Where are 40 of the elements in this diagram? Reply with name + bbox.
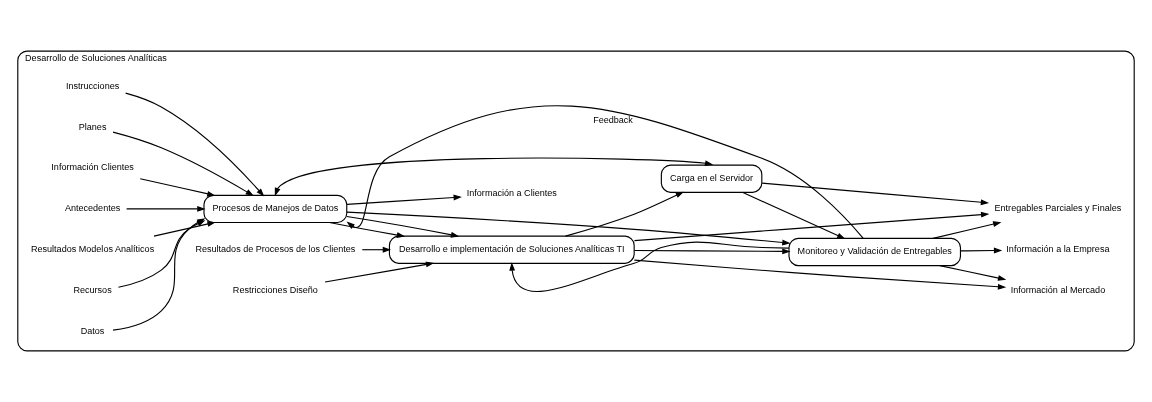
- arrow: [509, 241, 790, 293]
- arrow: [939, 265, 1007, 281]
- node-text: Información a Clientes: [466, 188, 557, 199]
- node-box: Carga en el Servidor: [660, 164, 763, 193]
- arrow: [346, 215, 460, 238]
- arrow: [761, 182, 990, 206]
- arrow: [328, 221, 406, 238]
- arrow: [274, 157, 714, 197]
- arrow: [125, 92, 265, 197]
- node-text: Resultados Modelos Analíticos: [30, 244, 155, 255]
- node-text: Información Clientes: [51, 162, 134, 173]
- node-text: Información al Mercado: [1010, 284, 1106, 295]
- arrow: [139, 178, 216, 197]
- node-text: Planes: [78, 121, 107, 132]
- node-box: Monitoreo y Validación de Entregables: [788, 237, 962, 267]
- node-text: Instrucciones: [65, 80, 120, 91]
- arrow: [346, 211, 791, 246]
- arrow: [324, 261, 435, 283]
- edge-label: Feedback: [593, 115, 633, 126]
- arrow: [633, 211, 990, 242]
- node-text: Resultados de Procesos de los Clientes: [195, 244, 356, 255]
- arrow: [126, 206, 206, 212]
- arrow: [633, 259, 1007, 290]
- arrow: [959, 247, 1003, 254]
- node-text: Antecedentes: [64, 203, 121, 214]
- arrow: [112, 131, 254, 197]
- arrow: [361, 246, 392, 253]
- arrow: [741, 191, 846, 240]
- arrow: [346, 105, 864, 239]
- arrow: [932, 221, 1002, 239]
- arrow: [346, 194, 462, 205]
- node-box: Procesos de Manejos de Datos: [203, 194, 348, 224]
- node-text: Entregables Parciales y Finales: [994, 203, 1122, 214]
- node-text: Recursos: [73, 284, 112, 295]
- node-text: Información a la Empresa: [1006, 244, 1110, 255]
- node-text: Restricciones Diseño: [232, 284, 318, 295]
- node-box: Desarrollo e implementación de Soluciones Analíticas TI: [388, 235, 635, 264]
- node-text: Datos: [80, 325, 105, 336]
- arrow: [633, 248, 791, 255]
- arrow: [564, 191, 684, 237]
